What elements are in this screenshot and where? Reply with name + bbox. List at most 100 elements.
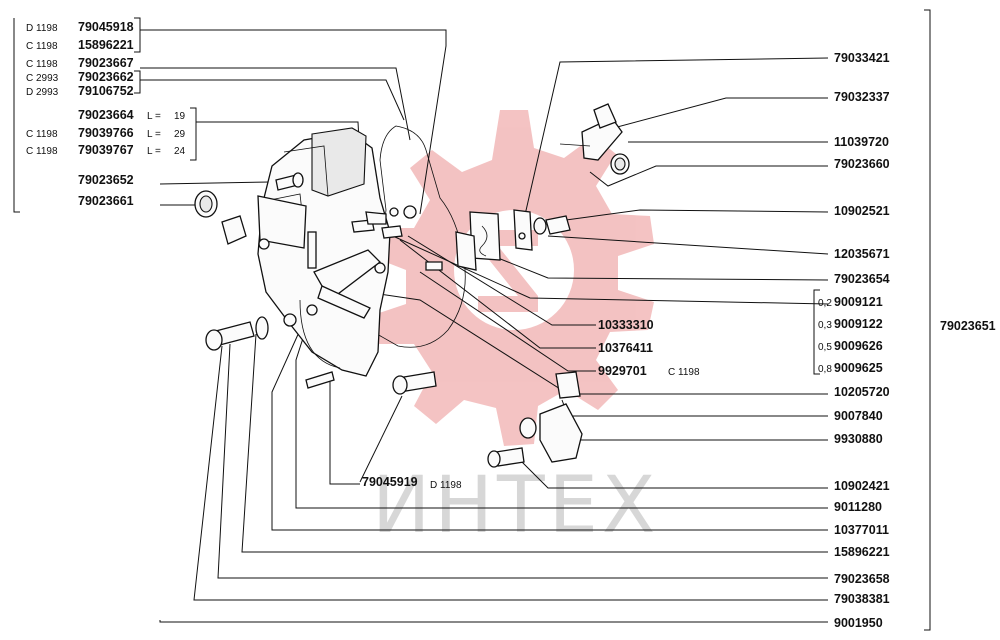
variant-tag: D 1198 bbox=[430, 480, 462, 491]
left-label-row-8: C 1198 79039767 L = 24 bbox=[26, 143, 186, 157]
bolt-hole bbox=[283, 313, 297, 327]
length-label: L = bbox=[147, 111, 161, 122]
bolt-hole bbox=[374, 262, 386, 274]
plug-head bbox=[392, 375, 408, 395]
watermark-text: ИНТЕХ bbox=[372, 461, 659, 551]
variant-tag: C 2993 bbox=[26, 73, 59, 84]
part-number: 9009625 bbox=[834, 361, 883, 375]
bracket-hole bbox=[518, 232, 526, 240]
part-number: 9007840 bbox=[834, 409, 883, 423]
bolt-head bbox=[487, 450, 501, 468]
left-label-row-4: C 2993 79023662 bbox=[26, 70, 134, 84]
assembly-bracket bbox=[924, 9, 931, 631]
part-number: 79023652 bbox=[78, 173, 134, 187]
washer bbox=[533, 217, 547, 235]
part-number: 10377011 bbox=[834, 523, 889, 537]
group-bracket-2 bbox=[134, 70, 141, 94]
small-bolt bbox=[305, 371, 335, 389]
gasket-hole bbox=[389, 207, 399, 217]
center-label-list: 10333310 10376411 9929701 C 1198 7904591… bbox=[362, 318, 700, 491]
part-number: 15896221 bbox=[834, 545, 890, 559]
part-number: 9011280 bbox=[834, 500, 882, 514]
left-label-row-10: 79023661 bbox=[78, 194, 134, 208]
part-number: 79023660 bbox=[834, 157, 890, 171]
part-number: 10333310 bbox=[598, 318, 654, 332]
dowel-pin bbox=[307, 231, 317, 269]
housing-top-box bbox=[311, 127, 367, 197]
left-label-list: D 1198 79045918 C 1198 15896221 C 1198 7… bbox=[26, 17, 197, 208]
housing-flange bbox=[257, 195, 307, 249]
variant-tag: C 1198 bbox=[26, 129, 58, 140]
length-value: 29 bbox=[174, 129, 186, 140]
part-number: 11039720 bbox=[834, 135, 889, 149]
part-number: 79038381 bbox=[834, 592, 890, 606]
length-label: L = bbox=[147, 146, 161, 157]
lower-bracket-top bbox=[555, 371, 581, 399]
group-bracket-1 bbox=[134, 17, 141, 53]
washer bbox=[519, 417, 537, 439]
part-number: 79045919 bbox=[362, 475, 418, 489]
left-label-row-1: D 1198 79045918 bbox=[26, 20, 134, 34]
left-list-bracket bbox=[13, 18, 20, 213]
washer bbox=[255, 316, 269, 340]
length-label: L = bbox=[147, 129, 161, 140]
part-number: 79023664 bbox=[78, 108, 134, 122]
variant-tag: C 1198 bbox=[26, 146, 58, 157]
part-number: 79023654 bbox=[834, 272, 890, 286]
bolt bbox=[545, 215, 571, 235]
assembly-number: 79023651 bbox=[940, 319, 996, 333]
variant-tag: D 2993 bbox=[26, 87, 59, 98]
part-number: 10902521 bbox=[834, 204, 890, 218]
seal-ring-inner bbox=[199, 195, 213, 213]
length-value: 24 bbox=[174, 146, 186, 157]
part-number: 79023662 bbox=[78, 70, 134, 84]
bracket bbox=[513, 209, 533, 251]
part-number: 79039767 bbox=[78, 143, 134, 157]
part-number: 10376411 bbox=[598, 341, 653, 355]
clamp-ring-inner bbox=[614, 157, 626, 171]
group-bracket-3 bbox=[190, 107, 197, 161]
bolt-hole bbox=[258, 238, 270, 250]
part-number: 9009121 bbox=[834, 295, 883, 309]
pin bbox=[425, 261, 443, 271]
left-label-row-2: C 1198 15896221 bbox=[26, 38, 134, 52]
bolt-hole bbox=[306, 304, 318, 316]
left-label-row-5: D 2993 79106752 bbox=[26, 84, 134, 98]
part-number: 79023661 bbox=[78, 194, 134, 208]
part-number: 10205720 bbox=[834, 385, 890, 399]
part-number: 9001950 bbox=[834, 616, 883, 630]
part-number: 79106752 bbox=[78, 84, 134, 98]
shim-thickness: 0,8 bbox=[818, 364, 832, 375]
part-number: 15896221 bbox=[78, 38, 134, 52]
pin bbox=[365, 211, 387, 225]
variant-tag: C 1198 bbox=[668, 367, 700, 378]
oil-pump-housing bbox=[257, 125, 466, 377]
left-label-row-7: C 1198 79039766 L = 29 bbox=[26, 126, 186, 140]
shim-group-bracket bbox=[813, 289, 820, 375]
length-value: 19 bbox=[174, 111, 186, 122]
bolt-head bbox=[292, 172, 304, 188]
left-label-row-3: C 1198 79023667 bbox=[26, 56, 134, 70]
left-label-row-9: 79023652 bbox=[78, 173, 134, 187]
sleeve bbox=[221, 215, 247, 245]
gasket-hole bbox=[403, 205, 417, 219]
part-number: 10902421 bbox=[834, 479, 890, 493]
part-number: 12035671 bbox=[834, 247, 890, 261]
pin bbox=[381, 225, 403, 239]
part-number: 79032337 bbox=[834, 90, 890, 104]
part-number: 79033421 bbox=[834, 51, 890, 65]
spacer-plate bbox=[455, 231, 477, 271]
part-number: 79023658 bbox=[834, 572, 890, 586]
shaft bbox=[317, 285, 371, 319]
shim-thickness: 0,5 bbox=[818, 342, 832, 353]
lower-bracket bbox=[539, 403, 583, 463]
variant-tag: C 1198 bbox=[26, 59, 58, 70]
part-number: 79045918 bbox=[78, 20, 134, 34]
right-label-list: 79033421 79032337 11039720 79023660 1090… bbox=[818, 51, 890, 630]
clamp-screw bbox=[593, 103, 617, 129]
bolt-head bbox=[205, 329, 223, 351]
left-label-row-6: 79023664 L = 19 bbox=[78, 108, 186, 122]
variant-tag: D 1198 bbox=[26, 23, 58, 34]
part-number: 9929701 bbox=[598, 364, 647, 378]
